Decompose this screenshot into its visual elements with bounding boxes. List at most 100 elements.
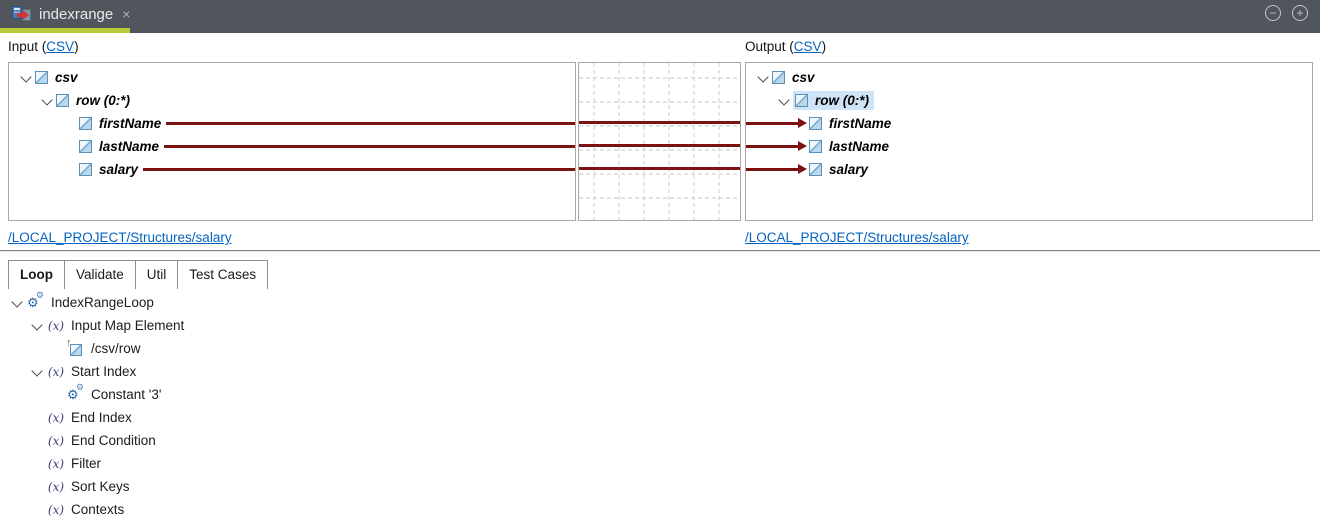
chevron-down-icon[interactable] bbox=[17, 70, 35, 83]
output-structure-link[interactable]: /LOCAL_PROJECT/Structures/salary bbox=[745, 230, 969, 245]
fx-char: x bbox=[52, 410, 60, 425]
gear-large-icon: ⚙ bbox=[27, 294, 39, 310]
mapping-arrow-head-icon bbox=[798, 141, 807, 151]
tree-node-label: csv bbox=[55, 70, 78, 85]
mapping-arrow-line-lastName[interactable] bbox=[746, 145, 798, 148]
input-field-lastName[interactable]: lastName bbox=[9, 135, 575, 158]
tree-node-label: firstName bbox=[99, 116, 162, 131]
element-node-icon bbox=[79, 140, 92, 153]
input-field-firstName[interactable]: firstName bbox=[9, 112, 575, 135]
loop-tree-item-constant-3-[interactable]: ⚙⚙ Constant '3' bbox=[0, 381, 1320, 406]
tab-util[interactable]: Util bbox=[135, 260, 179, 289]
tab-validate[interactable]: Validate bbox=[65, 260, 136, 289]
up-arrow-icon: ↑ bbox=[66, 336, 72, 349]
tree-node-label: firstName bbox=[829, 116, 892, 131]
tree-node-root[interactable]: csv bbox=[746, 66, 1312, 89]
input-format-link[interactable]: CSV bbox=[46, 39, 75, 54]
tree-node-label: csv bbox=[792, 70, 815, 85]
element-node-icon bbox=[79, 163, 92, 176]
output-section-label: Output (CSV) bbox=[745, 39, 827, 54]
chevron-down-icon[interactable] bbox=[38, 93, 56, 106]
mapping-line-lastName[interactable] bbox=[164, 145, 575, 148]
loop-tree-item-label: End Index bbox=[71, 410, 132, 425]
gears-icon: ⚙⚙ bbox=[26, 289, 46, 312]
fx-expression-icon: (x) bbox=[47, 318, 65, 333]
output-field-salary[interactable]: salary bbox=[746, 158, 1312, 181]
fx-char: x bbox=[52, 479, 60, 494]
loop-tree-item-label: IndexRangeLoop bbox=[51, 295, 154, 310]
loop-tree-item-filter[interactable]: (x)Filter bbox=[0, 452, 1320, 475]
loop-tree-item-end-index[interactable]: (x)End Index bbox=[0, 406, 1320, 429]
tree-node-row-selected[interactable]: row (0:*) bbox=[746, 89, 1312, 112]
mapping-line-salary[interactable] bbox=[579, 167, 740, 170]
mapping-arrow-line-firstName[interactable] bbox=[746, 122, 798, 125]
chevron-down-icon[interactable] bbox=[28, 364, 46, 377]
element-node-icon bbox=[56, 94, 69, 107]
window-tab-bar: indexrange × − + bbox=[0, 0, 1320, 33]
expand-button[interactable]: + bbox=[1292, 5, 1308, 21]
gear-small-icon: ⚙ bbox=[75, 381, 84, 392]
chevron-down-icon[interactable] bbox=[28, 318, 46, 331]
loop-tree-item-label: Input Map Element bbox=[71, 318, 185, 333]
loop-tree-item-label: Filter bbox=[71, 456, 101, 471]
mapping-grid-panel bbox=[578, 62, 741, 221]
gear-large-icon: ⚙ bbox=[67, 386, 79, 402]
loop-tree-item-label: End Condition bbox=[71, 433, 156, 448]
document-tab-title: indexrange bbox=[39, 5, 114, 23]
close-tab-icon[interactable]: × bbox=[122, 6, 131, 22]
fx-expression-icon: (x) bbox=[47, 364, 65, 379]
chevron-down-icon[interactable] bbox=[754, 70, 772, 83]
fx-expression-icon: (x) bbox=[47, 502, 65, 517]
chevron-down-icon[interactable] bbox=[8, 295, 26, 308]
tree-node-row[interactable]: row (0:*) bbox=[9, 89, 575, 112]
tree-node-label: lastName bbox=[99, 139, 160, 154]
mapped-element-icon: ↑ bbox=[66, 337, 86, 357]
output-format-link[interactable]: CSV bbox=[793, 39, 822, 54]
loop-tree-item-start-index[interactable]: (x) Start Index bbox=[0, 360, 1320, 383]
loop-tree-item-indexrangeloop[interactable]: ⚙⚙ IndexRangeLoop bbox=[0, 289, 1320, 314]
tree-node-label: lastName bbox=[829, 139, 890, 154]
loop-tree-item-label: Start Index bbox=[71, 364, 137, 379]
gear-small-icon: ⚙ bbox=[35, 289, 44, 300]
loop-tree-item-label: Sort Keys bbox=[71, 479, 130, 494]
tab-test-cases[interactable]: Test Cases bbox=[178, 260, 269, 289]
element-node-icon bbox=[809, 163, 822, 176]
input-section-label: Input (CSV) bbox=[8, 39, 79, 54]
chevron-down-icon[interactable] bbox=[775, 93, 793, 106]
tree-node-label: row (0:*) bbox=[815, 93, 869, 108]
mapping-line-firstName[interactable] bbox=[166, 122, 575, 125]
document-tab[interactable]: indexrange × bbox=[4, 0, 140, 28]
element-node-icon bbox=[772, 71, 785, 84]
loop-tree-item-input-map-element[interactable]: (x) Input Map Element bbox=[0, 314, 1320, 337]
loop-tree-item-label: Constant '3' bbox=[91, 387, 162, 402]
input-structure-link[interactable]: /LOCAL_PROJECT/Structures/salary bbox=[8, 230, 232, 245]
mapping-line-firstName[interactable] bbox=[579, 121, 740, 124]
fx-char: x bbox=[52, 456, 60, 471]
tree-node-label: salary bbox=[829, 162, 869, 177]
mapping-grid bbox=[579, 63, 740, 220]
mapping-arrow-head-icon bbox=[798, 118, 807, 128]
loop-tree-item-contexts[interactable]: (x)Contexts bbox=[0, 498, 1320, 521]
loop-tree-item-end-condition[interactable]: (x)End Condition bbox=[0, 429, 1320, 452]
loop-tree-item--csv-row[interactable]: ↑/csv/row bbox=[0, 337, 1320, 360]
output-field-lastName[interactable]: lastName bbox=[746, 135, 1312, 158]
output-field-firstName[interactable]: firstName bbox=[746, 112, 1312, 135]
loop-definition-tree: ⚙⚙IndexRangeLoop(x)Input Map Element↑/cs… bbox=[0, 289, 1320, 521]
loop-tree-item-sort-keys[interactable]: (x) Sort Keys bbox=[0, 475, 1320, 498]
mapping-arrow-line-salary[interactable] bbox=[746, 168, 798, 171]
mapping-line-salary[interactable] bbox=[143, 168, 575, 171]
element-node-icon bbox=[79, 117, 92, 130]
tab-loop[interactable]: Loop bbox=[8, 260, 65, 289]
fx-expression-icon: (x) bbox=[47, 479, 65, 494]
mapping-line-lastName[interactable] bbox=[579, 144, 740, 147]
gears-icon: ⚙⚙ bbox=[66, 381, 86, 404]
mapping-document-icon bbox=[12, 6, 31, 22]
input-title: Input bbox=[8, 39, 39, 54]
fx-char: x bbox=[52, 364, 60, 379]
input-field-salary[interactable]: salary bbox=[9, 158, 575, 181]
fx-char: x bbox=[52, 433, 60, 448]
tree-node-root[interactable]: csv bbox=[9, 66, 575, 89]
collapse-button[interactable]: − bbox=[1265, 5, 1281, 21]
